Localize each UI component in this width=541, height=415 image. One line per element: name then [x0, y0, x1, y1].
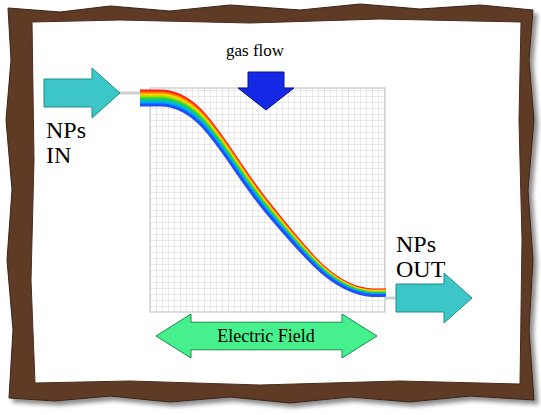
gas-flow-arrow	[238, 72, 294, 110]
trajectory-line	[140, 97, 386, 292]
trajectory-line	[140, 93, 386, 291]
trajectory-line	[140, 99, 386, 293]
trajectory-line	[140, 105, 386, 296]
port-label: NPs IN	[46, 118, 106, 168]
port-label: NPs OUT	[396, 232, 466, 282]
field-double-arrow: Electric Field	[155, 313, 378, 359]
trajectory-line	[140, 103, 386, 295]
flow-label: gas flow	[226, 42, 326, 60]
outlet-tube	[385, 297, 397, 300]
picture-frame	[6, 4, 534, 403]
field-label: Electric Field	[217, 326, 314, 347]
particle-trajectories	[140, 91, 386, 296]
double-arrow-outline	[156, 314, 377, 358]
inlet-tube	[118, 92, 140, 95]
inlet-arrow	[44, 68, 120, 118]
trajectory-line	[140, 95, 386, 292]
trajectory-line	[140, 91, 386, 290]
trajectory-line	[140, 101, 386, 294]
